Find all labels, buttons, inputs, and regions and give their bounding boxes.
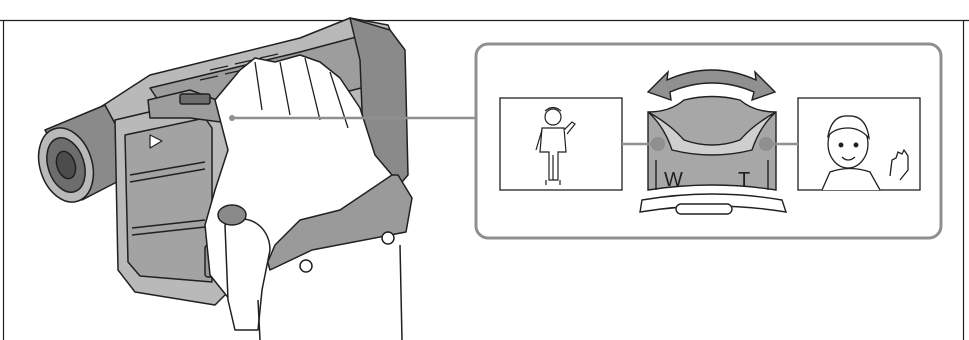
lever-body [647, 95, 777, 191]
frame-connectors [622, 137, 798, 151]
zoom-lever-closeup [639, 69, 788, 215]
lever-base [639, 193, 788, 213]
side-panel-ridges [129, 161, 206, 236]
page-frame [0, 19, 969, 340]
full-body-person-icon [535, 106, 576, 185]
play-triangle-icon [149, 134, 163, 149]
double-arrow-icon [646, 69, 777, 102]
wide-angle-frame [499, 97, 623, 191]
lever-slot [675, 203, 733, 215]
telephoto-frame [797, 97, 921, 191]
tele-label: T [738, 169, 750, 191]
camcorder [37, 17, 413, 340]
thumb [224, 218, 271, 331]
wrist [257, 244, 403, 340]
wide-label: W [664, 169, 683, 191]
close-up-person-icon [821, 115, 909, 191]
